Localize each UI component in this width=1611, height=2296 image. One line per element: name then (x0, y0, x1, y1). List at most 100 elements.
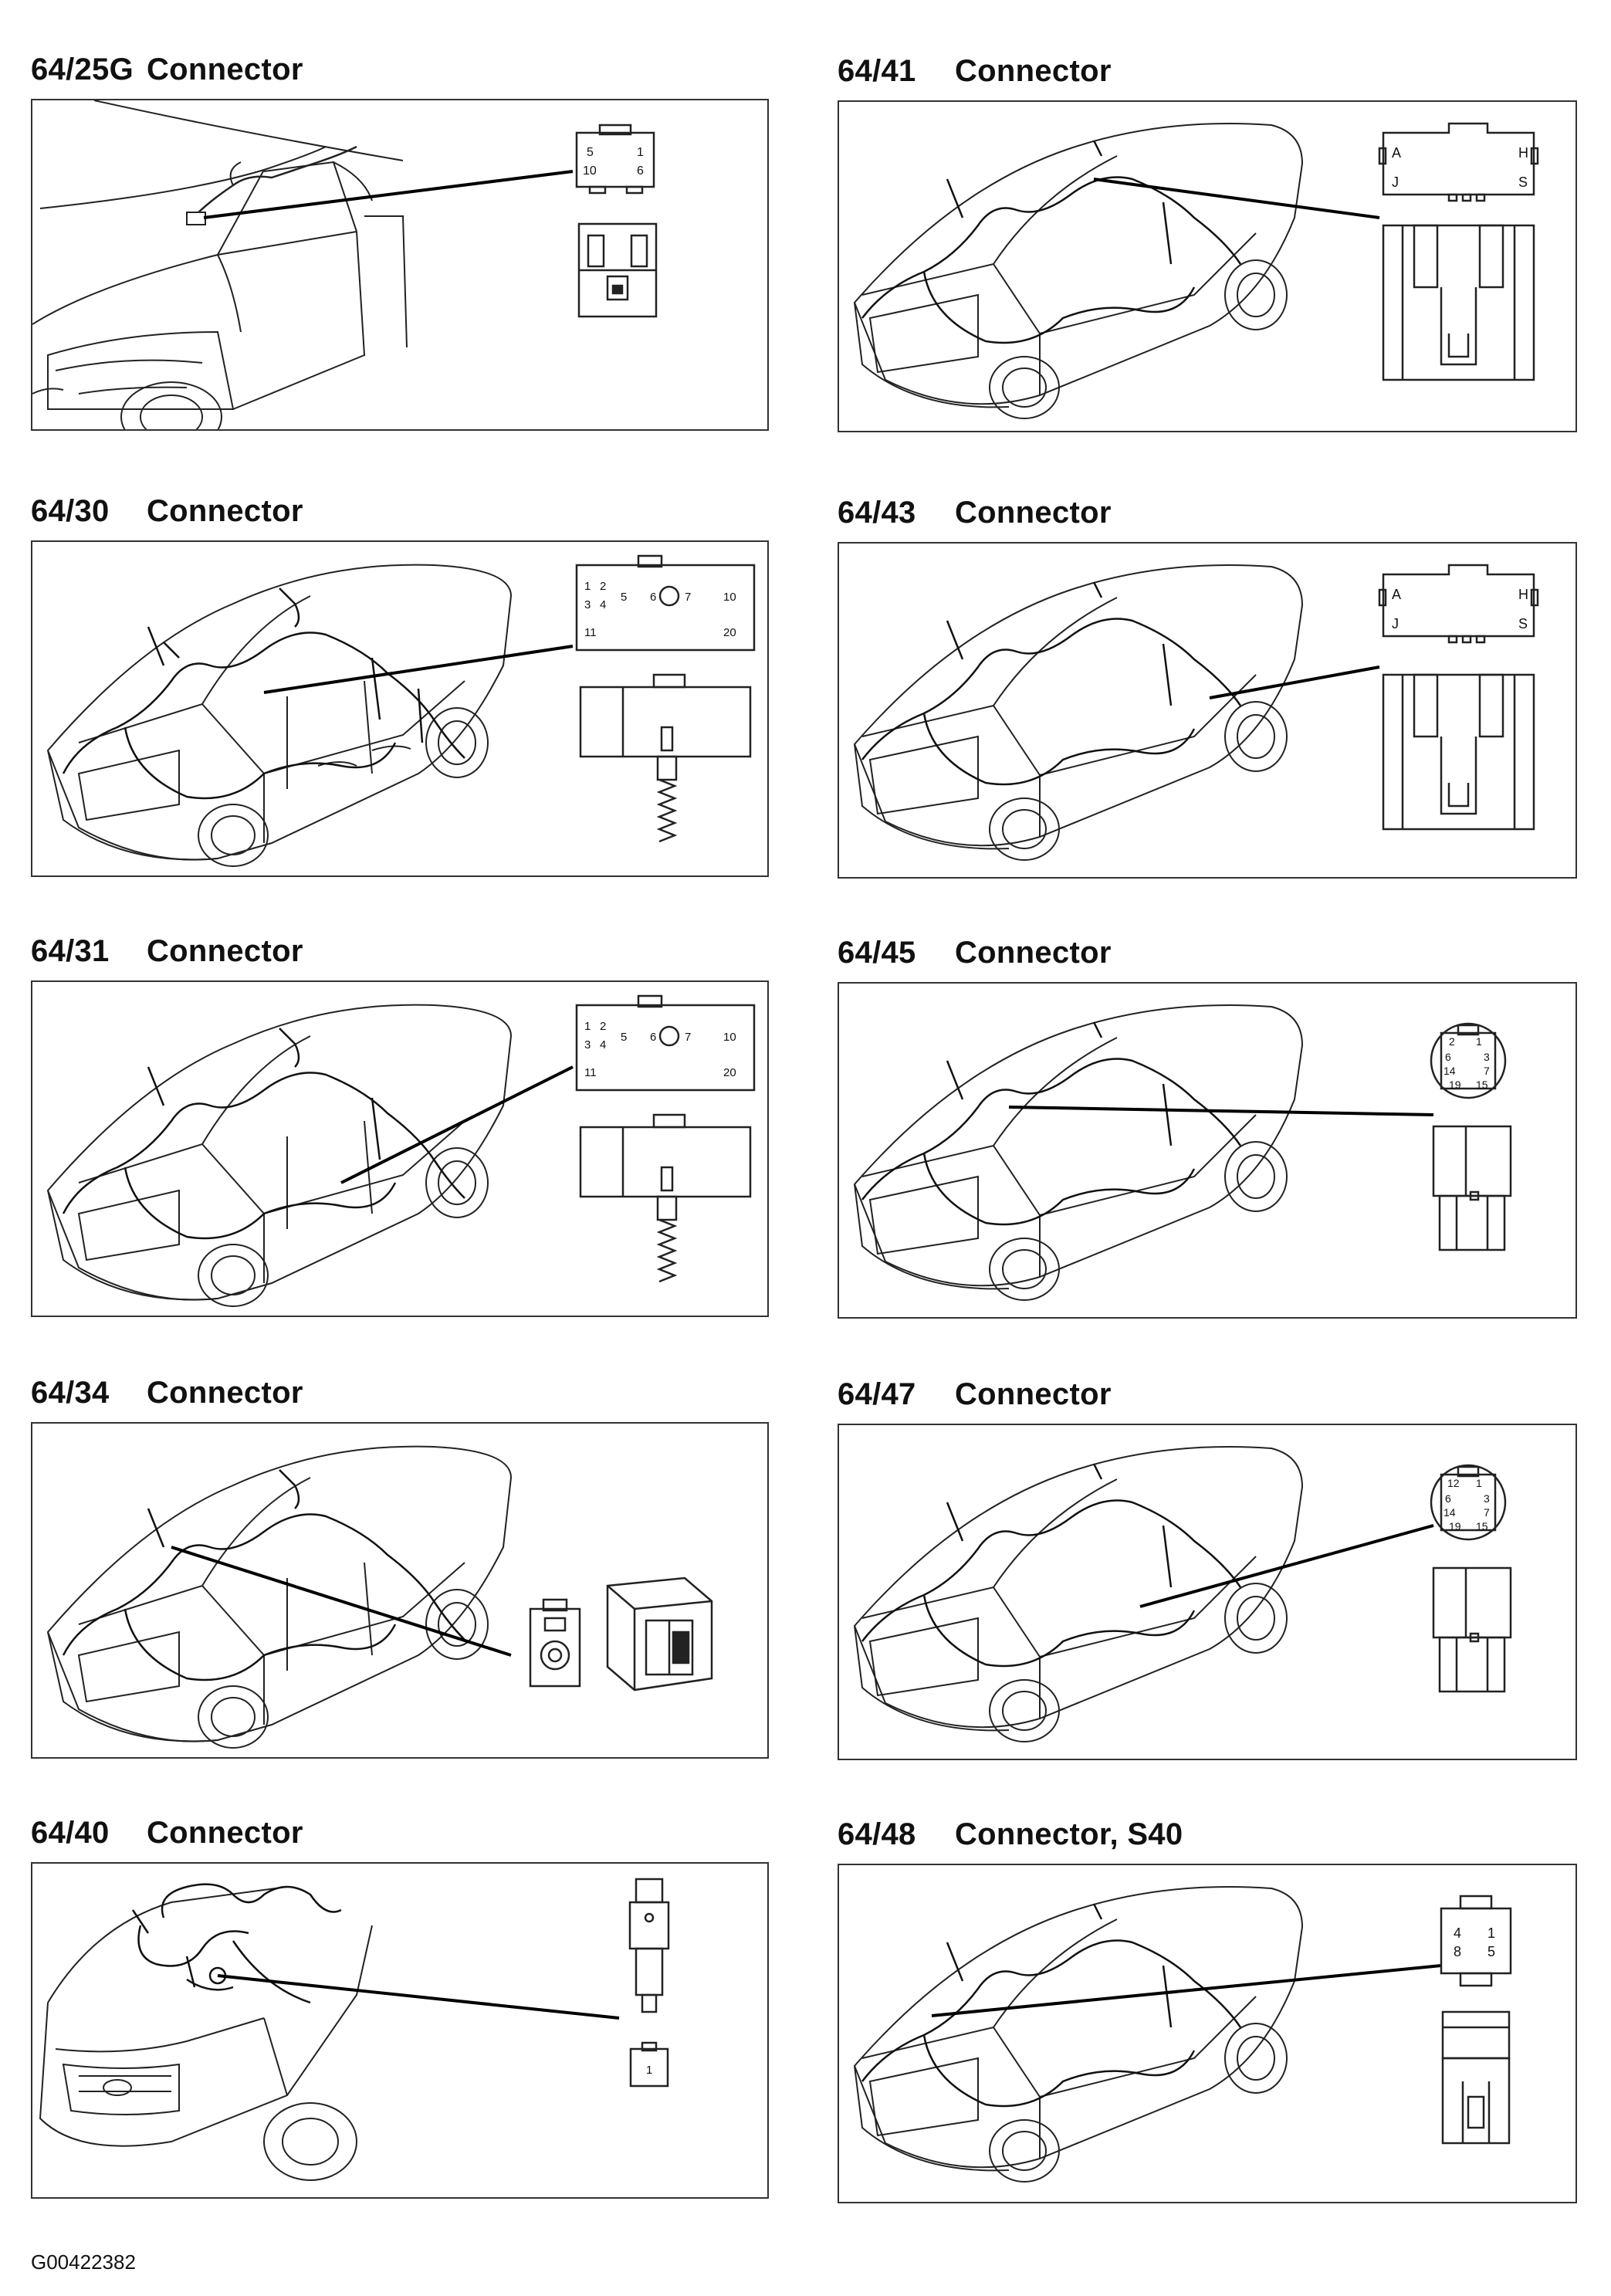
panel-title: 64/45 Connector (838, 936, 1112, 970)
pin-label: 4 (600, 598, 606, 611)
connector-label: Connector (147, 1376, 303, 1410)
pin-label: 5 (621, 1031, 627, 1044)
pin-label: 10 (723, 591, 736, 604)
connector-label: Connector (955, 54, 1112, 88)
pin-label: 6 (1445, 1051, 1451, 1063)
pin-label: 1 (584, 1020, 591, 1033)
diagram-frame: 12 1 6 3 14 7 19 15 (838, 1424, 1577, 1760)
car-wiring-illustration: 12 1 6 3 14 7 19 15 (853, 1446, 1512, 1742)
pin-label: 2 (600, 580, 606, 593)
diagram-frame: 2 1 6 3 14 7 19 15 (838, 982, 1577, 1319)
pin-label: 15 (1476, 1520, 1488, 1532)
pin-label: 1 (637, 146, 644, 159)
connector-code: 64/31 (31, 934, 110, 968)
connector-face-icon (1430, 1464, 1507, 1541)
connector-side-icon (1432, 1566, 1512, 1693)
pin-label: 12 (1447, 1477, 1460, 1489)
pin-label: 2 (600, 1020, 606, 1033)
front-car-illustration: 5 1 10 6 (32, 100, 658, 429)
pin-label: H (1518, 587, 1528, 602)
pin-label: 3 (584, 598, 591, 611)
pin-label: 20 (723, 626, 736, 639)
connector-side-icon (1432, 1125, 1512, 1251)
diagram-frame: 1 (31, 1862, 769, 2199)
car-wiring-illustration: 1 2 5 6 7 10 3 4 11 20 (46, 994, 756, 1307)
pin-label: 1 (584, 580, 591, 593)
pin-label: 19 (1449, 1520, 1461, 1532)
car-wiring-illustration: 4 1 8 5 (853, 1886, 1512, 2183)
panel-title: 64/31 Connector (31, 934, 303, 969)
pin-label: 20 (723, 1066, 736, 1079)
diagram-frame (31, 1422, 769, 1759)
pin-label: 5 (1487, 1944, 1495, 1959)
connector-label: Connector (955, 496, 1112, 530)
pin-label: A (1392, 145, 1401, 161)
pin-label: 4 (600, 1038, 606, 1051)
diagram-frame: 1 2 5 6 7 10 3 4 11 20 (31, 540, 769, 877)
pin-label: 7 (685, 591, 691, 604)
connector-label: Connector (955, 1377, 1112, 1411)
pin-label: 3 (584, 1038, 591, 1051)
connector-code: 64/34 (31, 1376, 110, 1410)
front-car-illustration: 1 (39, 1878, 670, 2181)
pin-label: 1 (646, 2064, 652, 2077)
pin-label: S (1518, 174, 1528, 190)
connector-code: 64/25G (31, 52, 134, 86)
connector-code: 64/40 (31, 1816, 110, 1850)
pin-label: 7 (1484, 1506, 1490, 1519)
connector-label: Connector (955, 936, 1112, 970)
pin-label: 10 (723, 1031, 736, 1044)
pin-label: A (1392, 587, 1401, 602)
connector-side-icon (1382, 673, 1535, 831)
connector-code: 64/30 (31, 494, 110, 528)
pin-label: 6 (650, 591, 656, 604)
pin-label: J (1392, 174, 1399, 190)
pin-label: 5 (621, 591, 627, 604)
connector-face-icon (629, 2041, 669, 2088)
pin-label: 6 (650, 1031, 656, 1044)
pin-label: S (1518, 616, 1528, 632)
diagram-frame: A H J S (838, 100, 1577, 432)
diagram-frame: 1 2 5 6 7 10 3 4 11 20 (31, 980, 769, 1317)
figure-id: G00422382 (31, 2250, 136, 2274)
connector-code: 64/48 (838, 1817, 916, 1851)
pin-label: 4 (1454, 1925, 1461, 1941)
connector-code: 64/45 (838, 936, 916, 970)
connector-label: Connector (147, 52, 303, 86)
panel-title: 64/47 Connector (838, 1377, 1112, 1412)
connector-label: Connector (147, 934, 303, 968)
connector-face-icon (1440, 1895, 1512, 1987)
connector-label: Connector (147, 1816, 303, 1850)
pin-label: 3 (1484, 1051, 1490, 1063)
connector-code: 64/47 (838, 1377, 916, 1411)
connector-side-icon (628, 1878, 670, 2013)
connector-code: 64/41 (838, 54, 916, 88)
panel-title: 64/25G Connector (31, 52, 303, 87)
pin-label: 6 (637, 164, 644, 178)
pin-label: 6 (1445, 1492, 1451, 1505)
pin-label: 2 (1449, 1035, 1455, 1048)
connector-side-icon (579, 1113, 752, 1283)
car-wiring-illustration (46, 1445, 713, 1749)
connector-face-icon (1378, 564, 1539, 644)
connector-perspective-icon (606, 1576, 713, 1692)
connector-face-icon (1378, 122, 1539, 202)
pin-label: 14 (1443, 1506, 1456, 1519)
pin-label: 7 (1484, 1065, 1490, 1077)
connector-label: Connector (147, 494, 303, 528)
diagram-frame: A H J S (838, 542, 1577, 879)
pin-label: 19 (1449, 1079, 1461, 1091)
connector-face-icon (575, 994, 756, 1092)
pin-label: 1 (1487, 1925, 1495, 1941)
pin-label: 1 (1476, 1035, 1482, 1048)
connector-side-icon (579, 673, 752, 843)
pin-label: 11 (584, 626, 597, 639)
panel-title: 64/30 Connector (31, 494, 303, 529)
pin-label: 5 (587, 146, 594, 159)
pin-label: 15 (1476, 1079, 1488, 1091)
connector-side-icon (1382, 224, 1535, 381)
panel-title: 64/41 Connector (838, 54, 1112, 89)
pin-label: 3 (1484, 1492, 1490, 1505)
